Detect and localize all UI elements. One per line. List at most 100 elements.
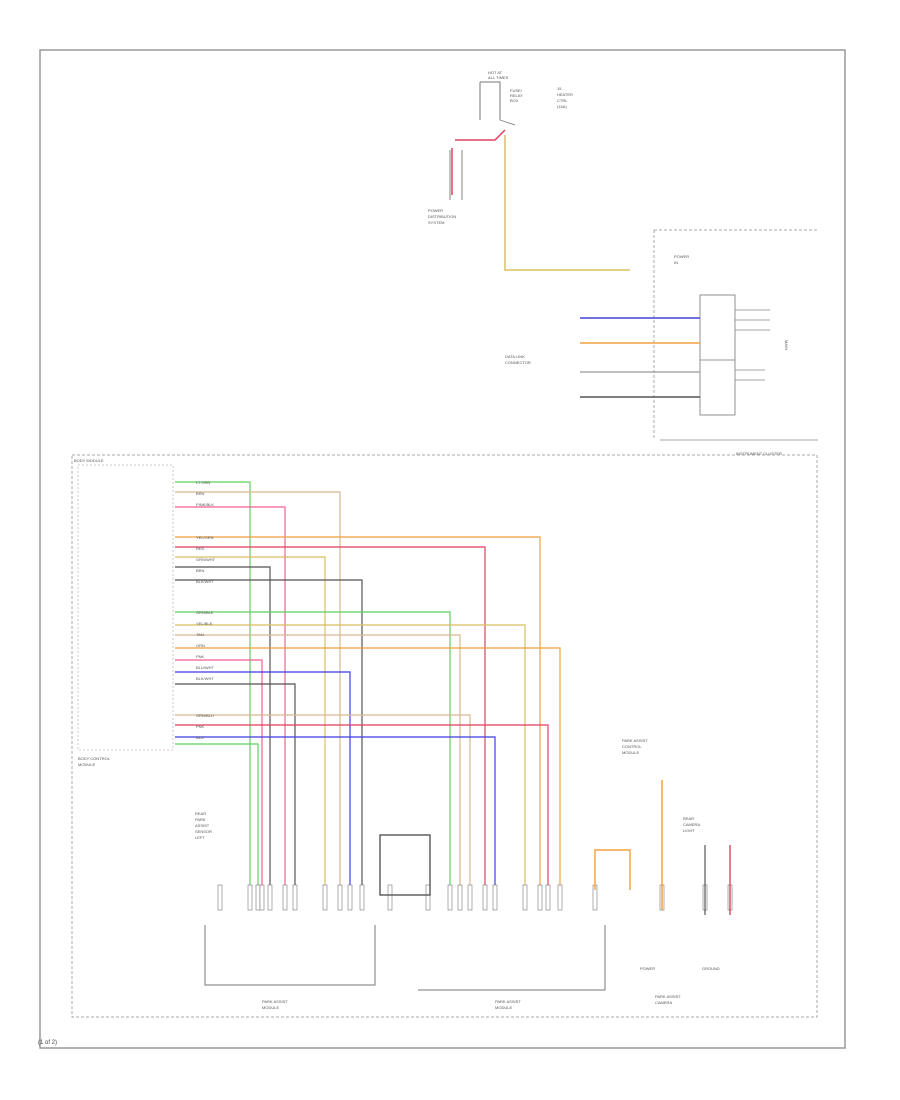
right-sensor-3: LIGHT bbox=[683, 828, 695, 833]
right-top-2: CONTROL bbox=[622, 744, 642, 749]
connector-pin-20 bbox=[545, 884, 551, 911]
module-connector: BODY MODULE BODY CONTROL MODULE bbox=[74, 458, 174, 767]
connector-pin-5 bbox=[282, 884, 288, 911]
sensor-left-5: LEFT bbox=[195, 835, 205, 840]
cluster-side-label: MAIN bbox=[784, 340, 789, 350]
wire-6 bbox=[175, 566, 271, 890]
bottom-connectors: REAR PARK ASSIST SENSOR LEFT PARK ASSIST… bbox=[195, 738, 731, 1010]
pin-label-1-2: GRN/WHT bbox=[196, 557, 216, 562]
fuse-right-line-3: CTRL bbox=[557, 98, 568, 103]
connector-pin-1 bbox=[247, 884, 253, 911]
connector-pin-9 bbox=[347, 884, 353, 911]
connector-pin-14 bbox=[457, 884, 463, 911]
cluster-power-2: IN bbox=[674, 260, 678, 265]
bottom-right-2: CAMERA bbox=[655, 1000, 672, 1005]
wire-3 bbox=[175, 536, 541, 890]
bottom-left-1: PARK ASSIST bbox=[262, 999, 288, 1004]
connector-pin-12 bbox=[425, 884, 431, 911]
sensor-left-2: PARK bbox=[195, 817, 206, 822]
wire-7 bbox=[175, 579, 363, 890]
data-link-1: DATA LINK bbox=[505, 354, 525, 359]
sensor-left-4: SENSOR bbox=[195, 829, 212, 834]
pin-label-0-0: LT GRN bbox=[196, 480, 210, 485]
connector-pin-3 bbox=[259, 884, 265, 911]
right-bottom-right: GROUND bbox=[702, 966, 720, 971]
fuse-right-line-4: (15A) bbox=[557, 104, 567, 109]
pin-label-2-6: BLK/WHT bbox=[196, 676, 214, 681]
connector-pin-18 bbox=[522, 884, 528, 911]
pin-label-1-1: RED bbox=[196, 546, 205, 551]
top-fuse-line-2: ALL TIMES bbox=[488, 75, 509, 80]
wire-16 bbox=[175, 724, 549, 890]
power-dist-line-3: SYSTEM bbox=[428, 220, 444, 225]
right-top-1: PARK ASSIST bbox=[622, 738, 648, 743]
outer-frame bbox=[39, 49, 846, 1049]
connector-pin-13 bbox=[447, 884, 453, 911]
fuse-box-line-2: RELAY bbox=[510, 93, 523, 98]
pin-label-1-4: BLK/WHT bbox=[196, 579, 214, 584]
pin-label-0-1: BRN bbox=[196, 491, 205, 496]
wire-4 bbox=[175, 546, 486, 890]
sensor-left-3: ASSIST bbox=[195, 823, 210, 828]
fuse-right-line-2: HEATER bbox=[557, 92, 573, 97]
pin-label-0-2: PINK/BLK bbox=[196, 502, 214, 507]
wire-12 bbox=[175, 659, 263, 890]
page-indicator: (1 of 2) bbox=[38, 1040, 58, 1046]
power-dist-line-2: DISTRIBUTION bbox=[428, 214, 456, 219]
pin-label-1-3: BRN bbox=[196, 568, 205, 573]
pin-label-2-1: YEL/BLK bbox=[196, 621, 213, 626]
pin-label-2-5: BLU/WHT bbox=[196, 665, 215, 670]
connector-pin-21 bbox=[557, 884, 563, 911]
pin-label-3-2: BLU bbox=[196, 735, 204, 740]
bottom-mid-2: MODULE bbox=[495, 1005, 512, 1010]
connector-pin-19 bbox=[537, 884, 543, 911]
pin-labels: LT GRN BRN PINK/BLK YEL/ORN RED GRN/WHT BRN BLK… bbox=[196, 480, 216, 740]
top-fuse-line-1: HOT AT bbox=[488, 70, 503, 75]
wire-1 bbox=[175, 491, 341, 890]
pin-label-2-2: TAN bbox=[196, 632, 204, 637]
fuse-box-line-3: BOX bbox=[510, 98, 519, 103]
connector-pin-16 bbox=[482, 884, 488, 911]
wire-14 bbox=[175, 683, 296, 890]
connector-pin-2 bbox=[255, 884, 261, 911]
cluster-internals: POWER IN MAIN INSTRUMENT CLUSTER DATA LI… bbox=[505, 254, 789, 456]
wire-2 bbox=[175, 506, 286, 890]
fuse-box-line-1: FUSE/ bbox=[510, 88, 523, 93]
module-label-2: MODULE bbox=[78, 762, 95, 767]
wire-13 bbox=[175, 671, 351, 890]
connector-pin-17 bbox=[492, 884, 498, 911]
module-label-1: BODY CONTROL bbox=[78, 756, 111, 761]
fuse-right-line-1: 15 bbox=[557, 86, 562, 91]
wire-0 bbox=[175, 481, 251, 890]
wire-8 bbox=[175, 611, 451, 890]
module-name: BODY MODULE bbox=[74, 458, 104, 463]
wire-15 bbox=[175, 714, 471, 890]
bottom-mid-1: PARK ASSIST bbox=[495, 999, 521, 1004]
connector-pin-0 bbox=[217, 884, 223, 911]
wire-11 bbox=[175, 647, 561, 890]
connector-pin-8 bbox=[337, 884, 343, 911]
sensor-left-1: REAR bbox=[195, 811, 206, 816]
data-link-2: CONNECTOR bbox=[505, 360, 531, 365]
connector-pin-4 bbox=[267, 884, 273, 911]
cluster-frame bbox=[653, 229, 818, 440]
bottom-right-1: PARK ASSIST bbox=[655, 994, 681, 999]
pin-label-2-4: PNK bbox=[196, 654, 205, 659]
wire-5 bbox=[175, 556, 326, 890]
connector-pin-15 bbox=[467, 884, 473, 911]
wire-17 bbox=[175, 736, 496, 890]
wire-9 bbox=[175, 624, 526, 890]
right-bottom-left: POWER bbox=[640, 966, 655, 971]
bottom-left-2: MODULE bbox=[262, 1005, 279, 1010]
right-sensor-1: REAR bbox=[683, 816, 694, 821]
harness-wires bbox=[175, 481, 733, 911]
top-fuse-block: HOT AT ALL TIMES FUSE/ RELAY BOX 15 HEAT… bbox=[428, 70, 630, 271]
cluster-name: INSTRUMENT CLUSTER bbox=[736, 451, 782, 456]
connector-pin-7 bbox=[322, 884, 328, 911]
pin-label-3-0: GRN/BLU bbox=[196, 713, 214, 718]
pin-label-1-0: YEL/ORN bbox=[196, 535, 214, 540]
right-sensor-2: CAMERA bbox=[683, 822, 700, 827]
module-frame bbox=[71, 454, 818, 1018]
wire-10 bbox=[175, 634, 461, 890]
